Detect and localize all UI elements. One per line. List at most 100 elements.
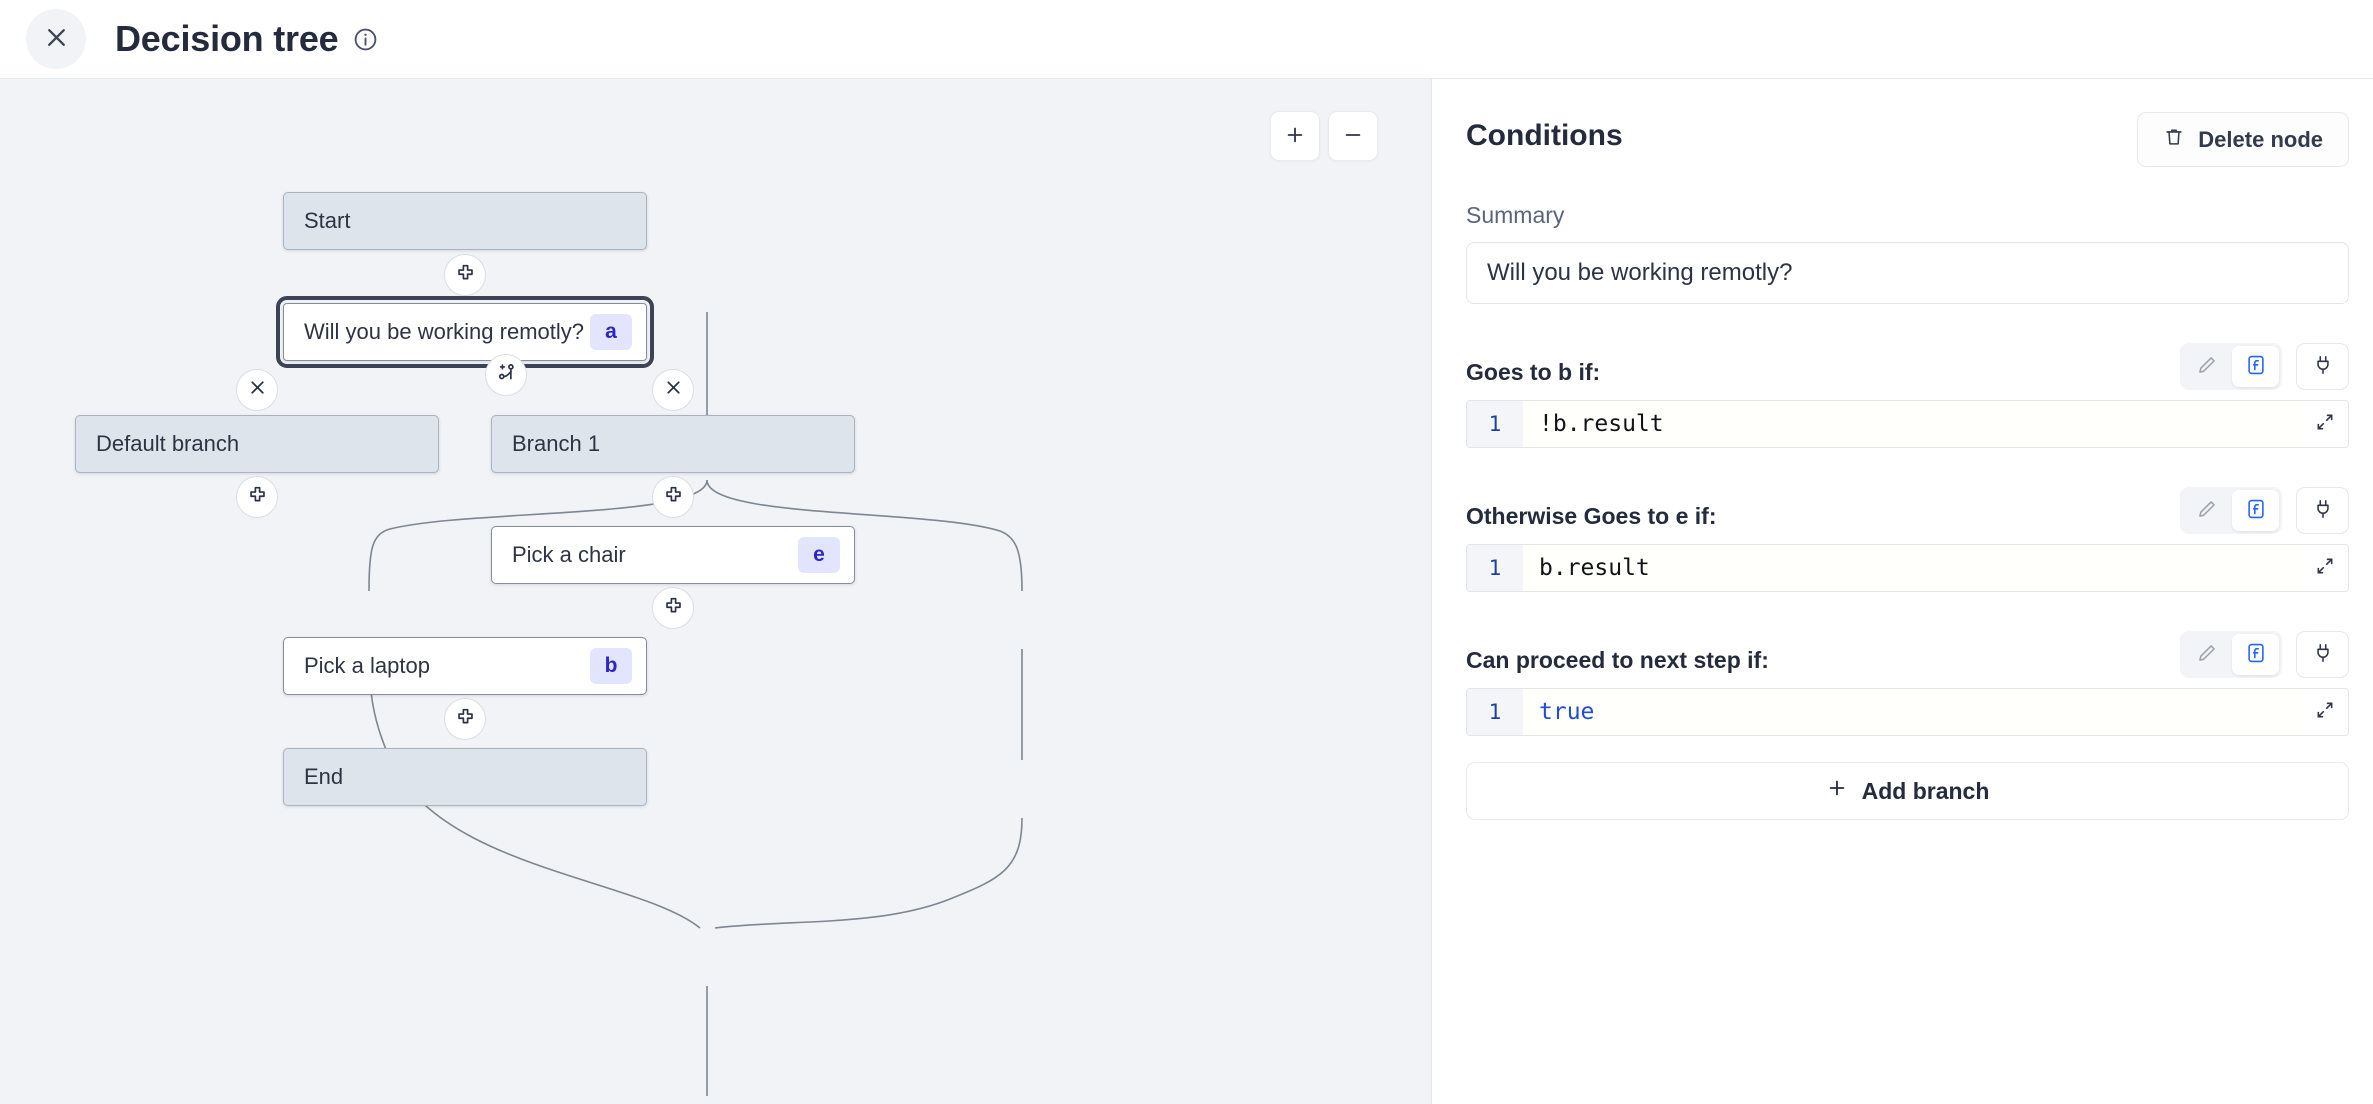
condition-label: Can proceed to next step if: [1466,647,1769,673]
line-number: 1 [1467,545,1523,591]
pencil-icon [2196,354,2218,379]
minus-icon [1342,124,1364,149]
plus-icon [1284,124,1306,149]
panel-title: Conditions [1466,119,1623,152]
flow-node-default-branch[interactable]: Default branch [75,415,439,473]
close-button[interactable] [26,9,86,69]
node-label: End [304,764,344,789]
node-label: Start [304,208,351,233]
expand-icon [2315,700,2335,725]
expand-icon [2315,412,2335,437]
condition-label: Goes to b if: [1466,359,1601,385]
plus-node-icon [663,595,684,621]
code-editor[interactable]: 1 true [1466,688,2349,736]
plug-icon [2312,354,2334,379]
flow-node-end[interactable]: End [283,748,647,806]
connect-plug-button[interactable] [2296,487,2349,534]
trash-icon [2163,125,2185,155]
add-node-handle-after-laptop[interactable] [444,698,486,740]
static-mode-button[interactable] [2183,634,2230,675]
flow-canvas[interactable]: Start Will you be working remotly? a Def… [0,79,1432,1104]
flow-node-e[interactable]: Pick a chair e [491,526,855,584]
connect-plug-button[interactable] [2296,631,2349,678]
function-icon [2245,354,2267,379]
node-label: Branch 1 [512,431,601,456]
function-mode-button[interactable] [2232,490,2279,531]
branch-plus-icon [496,362,517,388]
function-icon [2245,498,2267,523]
add-branch-button[interactable]: Add branch [1466,762,2349,820]
conditions-panel: Conditions Delete node Summary Goes to b… [1432,79,2373,1104]
condition-block-can-proceed: Can proceed to next step if: [1466,626,2349,736]
add-node-handle-after-chair[interactable] [652,587,694,629]
flow-edges [368,312,1023,1096]
flow-node-branch-1[interactable]: Branch 1 [491,415,855,473]
close-icon [44,25,69,53]
zoom-out-button[interactable] [1328,111,1378,161]
code-content[interactable]: b.result [1539,555,1650,581]
pencil-icon [2196,498,2218,523]
editor-mode-toggle [2180,631,2282,678]
editor-mode-toggle [2180,487,2282,534]
node-badge: b [590,648,632,684]
code-content[interactable]: true [1539,699,1595,725]
line-number: 1 [1467,401,1523,447]
zoom-in-button[interactable] [1270,111,1320,161]
code-editor[interactable]: 1 !b.result [1466,400,2349,448]
delete-edge-handle-branch1[interactable] [652,369,694,411]
condition-block-goes-to-b: Goes to b if: [1466,338,2349,448]
add-node-handle-after-default[interactable] [236,476,278,518]
flow-node-a[interactable]: Will you be working remotly? a [276,296,654,368]
expand-editor-button[interactable] [2304,547,2346,589]
add-branch-label: Add branch [1861,777,1990,804]
condition-actions [2180,343,2349,390]
node-label: Will you be working remotly? [304,319,584,344]
node-label: Default branch [96,431,240,456]
app-header: Decision tree [0,0,2373,79]
condition-actions [2180,487,2349,534]
condition-block-otherwise-goes-to-e: Otherwise Goes to e if: [1466,482,2349,592]
page-title: Decision tree [115,18,339,59]
plug-icon [2312,642,2334,667]
close-icon [247,377,268,403]
add-branch-handle[interactable] [485,354,527,396]
flow-node-b[interactable]: Pick a laptop b [283,637,647,695]
plus-icon [1826,777,1848,805]
condition-header: Can proceed to next step if: [1466,626,2349,678]
condition-label: Otherwise Goes to e if: [1466,503,1717,529]
flow-node-start[interactable]: Start [283,192,647,250]
add-node-handle-after-start[interactable] [444,254,486,296]
code-content[interactable]: !b.result [1539,411,1664,437]
expand-icon [2315,556,2335,581]
expand-editor-button[interactable] [2304,403,2346,445]
summary-label: Summary [1466,202,1565,228]
expand-editor-button[interactable] [2304,691,2346,733]
function-mode-button[interactable] [2232,634,2279,675]
static-mode-button[interactable] [2183,346,2230,387]
info-icon[interactable] [353,27,378,52]
close-icon [663,377,684,403]
summary-field: Summary [1466,202,2349,304]
plus-node-icon [247,484,268,510]
static-mode-button[interactable] [2183,490,2230,531]
node-label: Pick a chair [512,542,626,567]
plug-icon [2312,498,2334,523]
connect-plug-button[interactable] [2296,343,2349,390]
node-badge: e [798,537,840,573]
condition-actions [2180,631,2349,678]
code-editor[interactable]: 1 b.result [1466,544,2349,592]
line-number: 1 [1467,689,1523,735]
delete-node-button[interactable]: Delete node [2137,112,2349,167]
delete-edge-handle-default[interactable] [236,369,278,411]
function-mode-button[interactable] [2232,346,2279,387]
summary-input[interactable] [1466,242,2349,304]
pencil-icon [2196,642,2218,667]
condition-header: Goes to b if: [1466,338,2349,390]
node-label: Pick a laptop [304,653,430,678]
main-content: Start Will you be working remotly? a Def… [0,79,2373,1104]
function-icon [2245,642,2267,667]
editor-mode-toggle [2180,343,2282,390]
add-node-handle-after-branch1[interactable] [652,476,694,518]
condition-header: Otherwise Goes to e if: [1466,482,2349,534]
plus-node-icon [455,262,476,288]
